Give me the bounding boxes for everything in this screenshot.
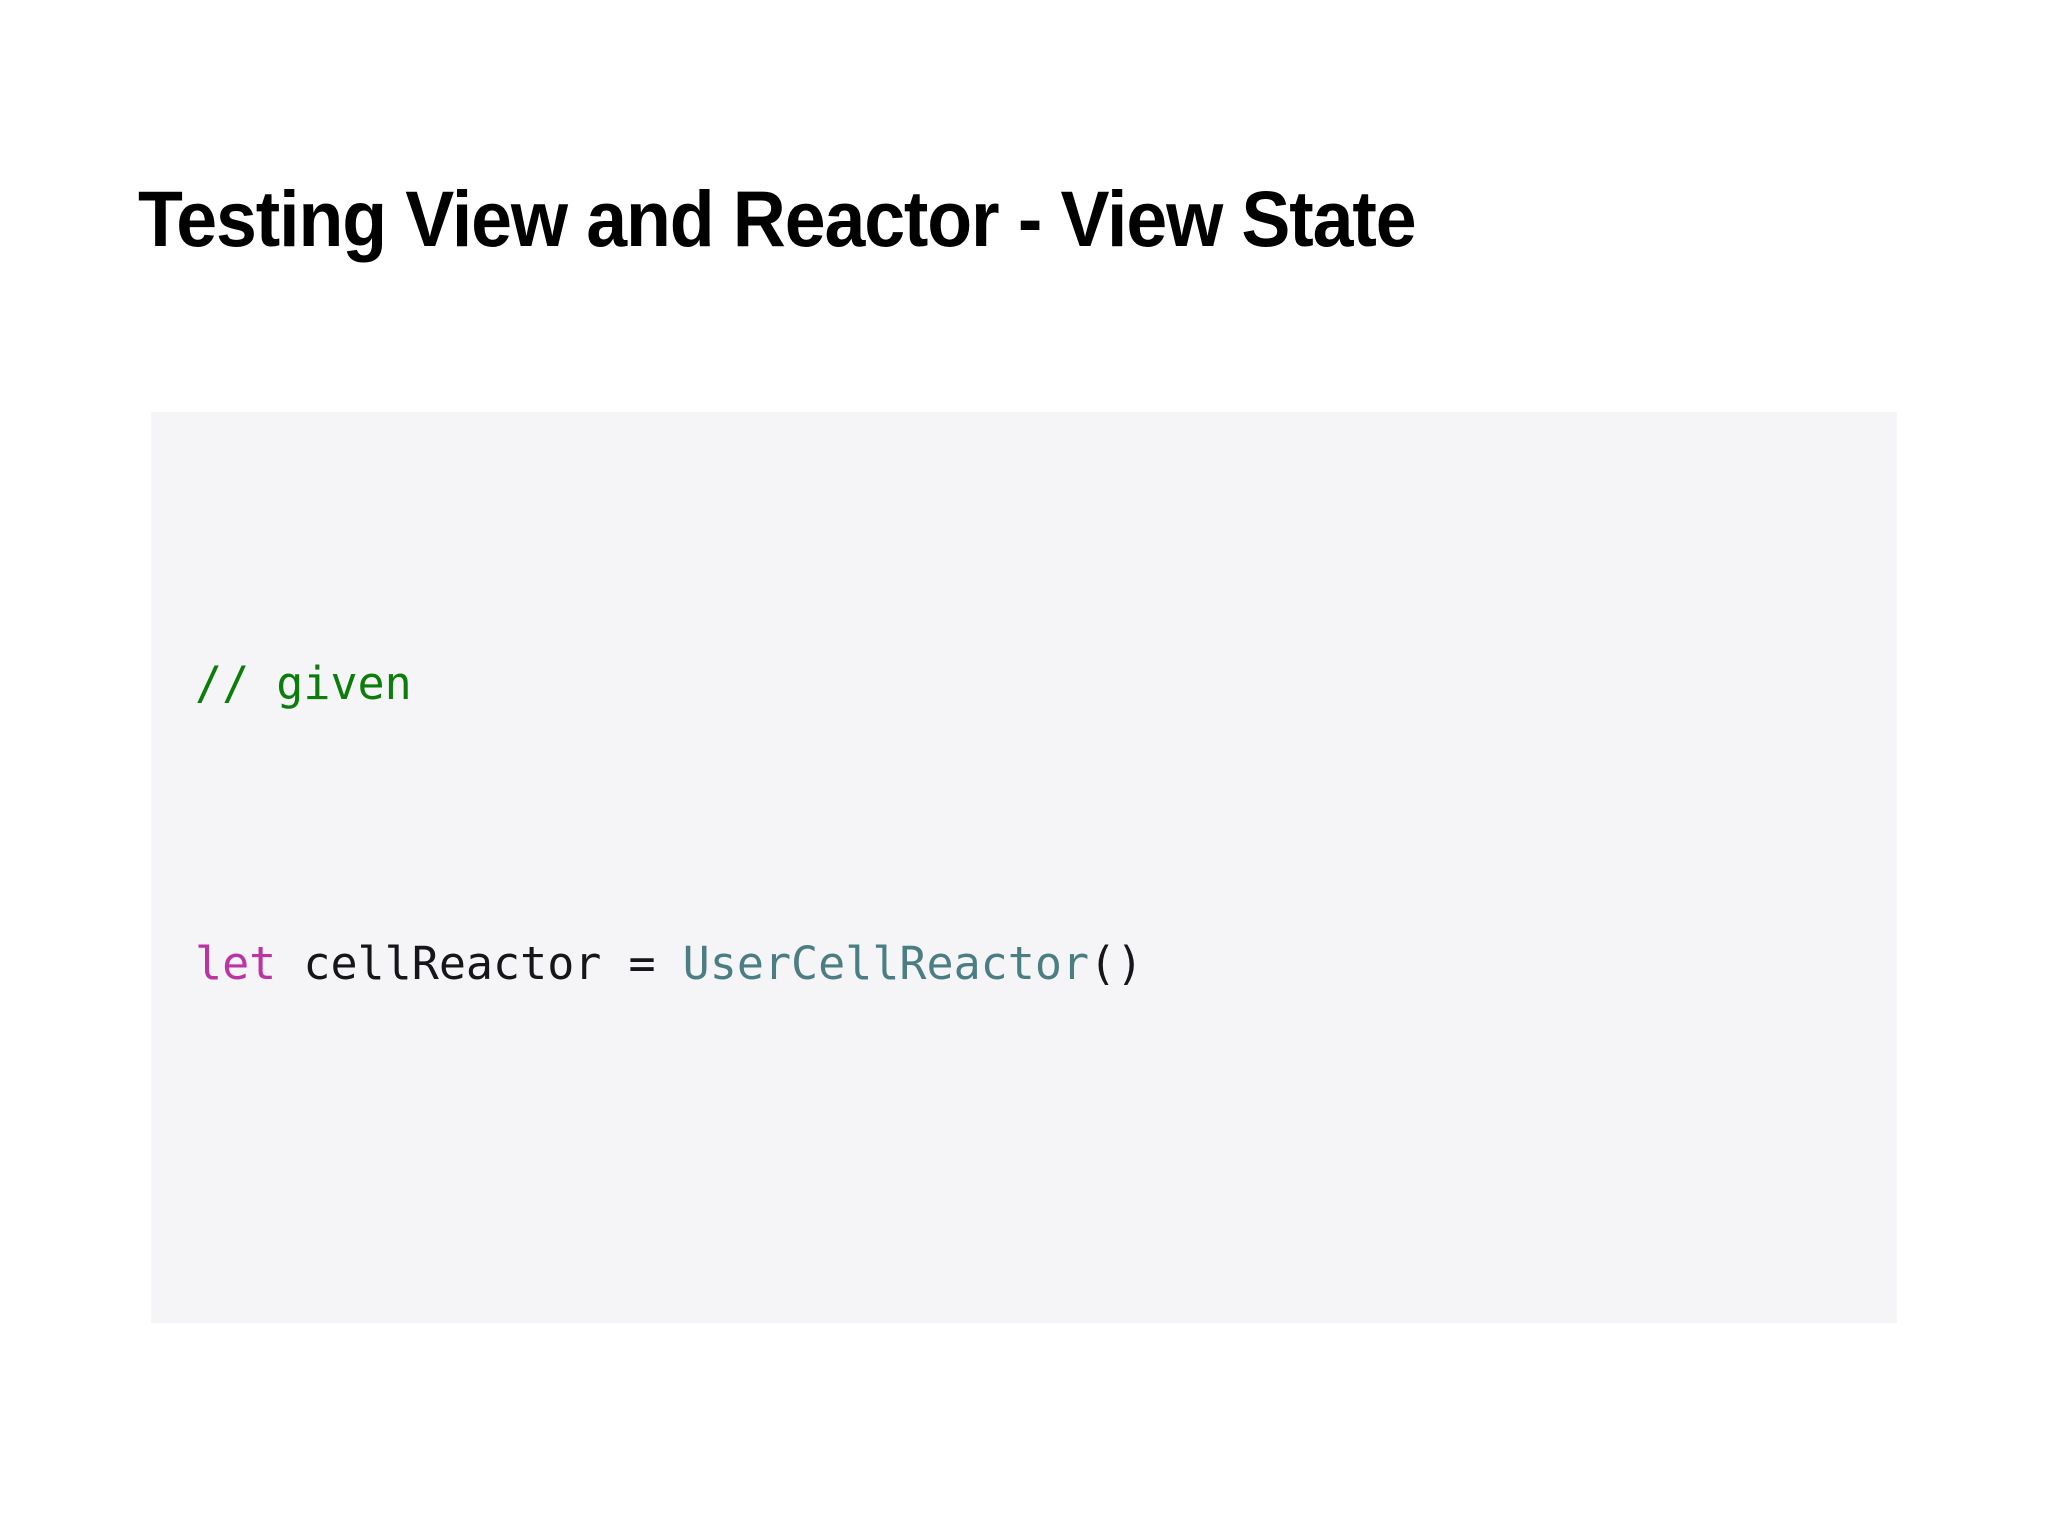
code-token-operator: = bbox=[628, 937, 656, 990]
code-token-type: UserCellReactor bbox=[682, 937, 1090, 990]
code-token-comment: // given bbox=[195, 657, 412, 710]
code-line: let cellReactor = UserCellReactor() bbox=[195, 929, 1853, 999]
code-lines: // given let cellReactor = UserCellReact… bbox=[195, 439, 1853, 1323]
code-token-space bbox=[656, 937, 683, 990]
code-line: // given bbox=[195, 649, 1853, 719]
code-block: // given let cellReactor = UserCellReact… bbox=[151, 412, 1897, 1323]
code-line-blank bbox=[195, 1209, 1853, 1279]
code-token-space bbox=[601, 937, 628, 990]
code-token-keyword: let bbox=[195, 937, 277, 990]
code-token-parens: () bbox=[1089, 937, 1144, 990]
page-title: Testing View and Reactor - View State bbox=[138, 173, 1417, 263]
code-token-space bbox=[276, 937, 303, 990]
code-token-identifier: cellReactor bbox=[303, 937, 602, 990]
